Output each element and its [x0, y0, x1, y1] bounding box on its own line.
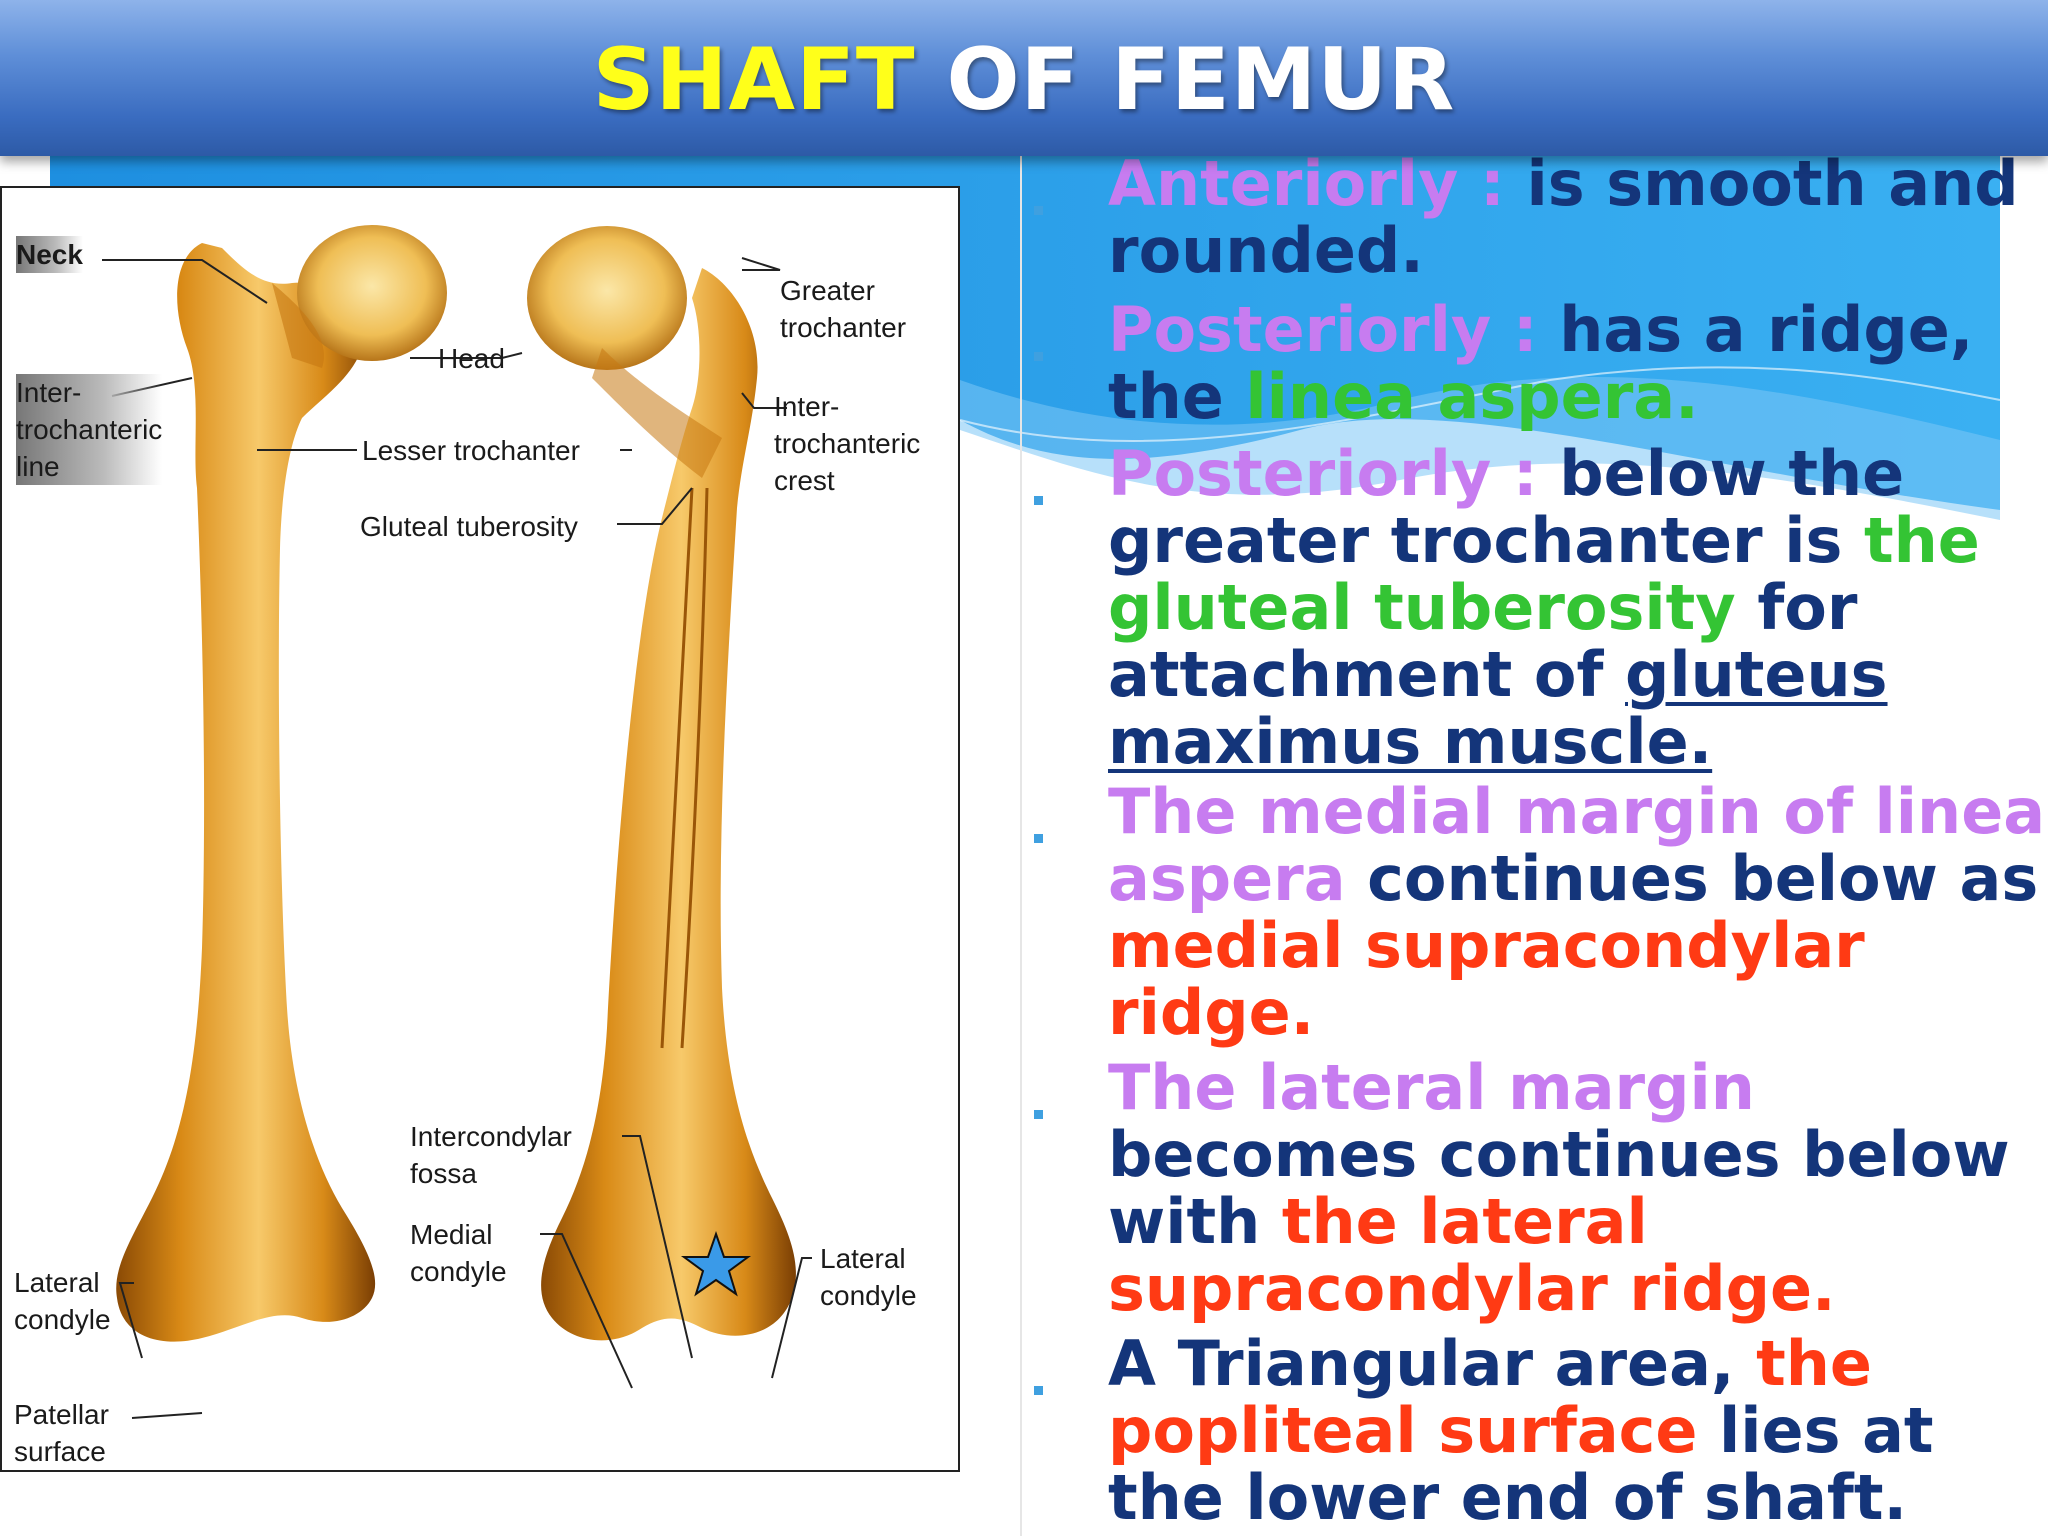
label-intertrochanteric-line: Inter- trochanteric line [16, 374, 163, 485]
bullet-text: Anteriorly : is smooth and rounded. [1108, 147, 2019, 287]
label-lateral-condyle-left: Lateral condyle [14, 1267, 111, 1335]
bullet-icon [1034, 352, 1043, 361]
femur-illustration [102, 225, 812, 1419]
title-part-1: SHAFT [592, 30, 916, 130]
label-gluteal-tuberosity: Gluteal tuberosity [360, 511, 578, 542]
label-intertrochanteric-crest: Inter- trochanteric crest [774, 391, 921, 496]
slide-title: SHAFT OF FEMUR [0, 30, 2048, 130]
bullet-text: A Triangular area, the popliteal surface… [1108, 1327, 1934, 1534]
bullet-text: The medial margin of linea aspera contin… [1108, 775, 2046, 1049]
anterior-femur [116, 225, 447, 1342]
label-intercondylar-fossa: Intercondylar fossa [410, 1121, 572, 1189]
label-lateral-condyle-right: Lateral condyle [820, 1243, 917, 1311]
bullet-icon [1034, 496, 1043, 505]
bullet-icon [1034, 834, 1043, 843]
label-neck: Neck [16, 236, 83, 273]
label-patellar-surface: Patellar surface [14, 1399, 109, 1467]
bullet-icon [1034, 1386, 1043, 1395]
bullet-text: Posteriorly : has a ridge, the linea asp… [1108, 293, 1974, 433]
label-lesser-trochanter: Lesser trochanter [362, 435, 580, 466]
posterior-femur [527, 226, 796, 1341]
label-greater-trochanter: Greater trochanter [780, 275, 907, 343]
femur-figure: Neck Inter- trochanteric line Head Lesse… [0, 186, 960, 1472]
content-panel: Anteriorly : is smooth and rounded. Post… [1020, 150, 2048, 1536]
title-bar: SHAFT OF FEMUR [0, 0, 2048, 156]
title-part-2: OF FEMUR [946, 30, 1456, 130]
bullet-icon [1034, 206, 1043, 215]
star-marker-icon [680, 1230, 752, 1297]
label-medial-condyle: Medial condyle [410, 1219, 507, 1287]
bullet-text: The lateral margin becomes continues bel… [1108, 1051, 2010, 1325]
bullet-icon [1034, 1110, 1043, 1119]
label-head: Head [438, 343, 505, 374]
bullet-text: Posteriorly : below the greater trochant… [1108, 437, 1980, 778]
